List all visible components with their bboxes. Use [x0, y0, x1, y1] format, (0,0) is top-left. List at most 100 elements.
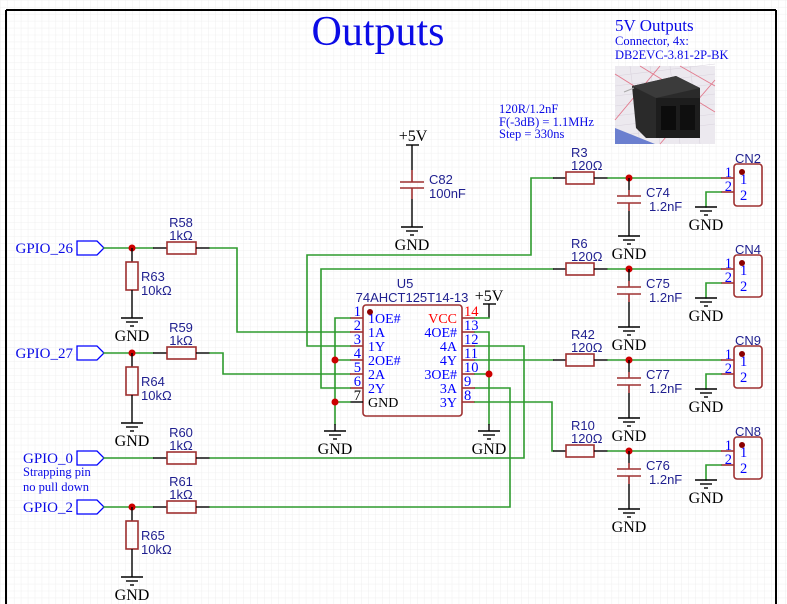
connector-body[interactable] [733, 163, 763, 207]
pin-number: 4 [354, 346, 362, 362]
strapping-note-line1: Strapping pin [23, 465, 91, 479]
gnd-symbol: GND [115, 576, 150, 604]
wire-connector-gnd [705, 464, 722, 481]
resistor-ref: R65 [141, 528, 165, 543]
wire-to-u5-pin5 [209, 352, 351, 375]
gnd-symbol: GND [689, 479, 724, 507]
power-label-5v: +5V [399, 128, 428, 145]
series-resistor-r58[interactable]: R58 1kΩ [153, 215, 210, 255]
wire-3y-to-r10 [474, 401, 554, 452]
gnd-label: GND [318, 441, 353, 458]
pin-name: 1OE# [368, 312, 401, 327]
net-label-flag[interactable] [76, 240, 105, 256]
connector-info-heading: 5V Outputs [615, 16, 694, 35]
pin-number: 3 [354, 332, 361, 348]
pin-number: 7 [354, 388, 361, 404]
series-resistor-r61[interactable]: R61 1kΩ [153, 474, 210, 514]
output-stage: R6 120Ω C75 1.2nF GND CN4 1 2 1 [553, 236, 763, 354]
pin-name: GND [368, 396, 398, 411]
pin-name: 2Y [368, 382, 385, 397]
capacitor-ref: C76 [646, 458, 670, 473]
resistor-ref: R63 [141, 269, 165, 284]
gnd-label: GND [689, 490, 724, 507]
output-resistor[interactable]: R42 120Ω [553, 327, 608, 367]
pin-number: 1 [725, 256, 732, 272]
pin-number: 13 [464, 318, 479, 334]
series-resistor-r59[interactable]: R59 1kΩ [153, 320, 210, 360]
net-label-flag[interactable] [76, 450, 105, 466]
net-label-text[interactable]: GPIO_2 [23, 500, 73, 516]
pin-number: 1 [725, 165, 732, 181]
wire-1y-to-r3 [306, 177, 554, 347]
gnd-symbol: GND [115, 422, 149, 450]
gnd-label: GND [115, 587, 150, 604]
pin1-marker [367, 309, 373, 315]
pin-name: VCC [428, 312, 457, 327]
gnd-symbol: GND [612, 235, 646, 263]
photo-socket-1 [661, 106, 676, 130]
connector-body[interactable] [733, 345, 763, 389]
input-gpio2: GPIO_2 R61 1kΩ R65 10kΩ GND [23, 387, 511, 604]
pulldown-resistor-r65[interactable]: R65 10kΩ [125, 507, 172, 577]
output-connector[interactable]: CN9 1 2 1 2 [721, 333, 763, 389]
connector-info: 5V Outputs Connector, 4x: DB2EVC-3.81-2P… [614, 16, 729, 145]
sheet-frame [5, 9, 777, 604]
pin-number: 2 [725, 452, 732, 468]
net-label-text[interactable]: GPIO_26 [15, 241, 73, 257]
junction-dot [331, 356, 339, 364]
connector-info-line1: Connector, 4x: [615, 34, 689, 48]
pin-number: 8 [464, 388, 471, 404]
pin-number: 9 [464, 374, 471, 390]
decoupling-capacitor-c82[interactable]: +5V C82 100nF GND [395, 128, 466, 254]
pin-number: 1 [725, 347, 732, 363]
pin-number: 2 [354, 318, 361, 334]
pin-name: 2OE# [368, 354, 401, 369]
pin1-marker [739, 169, 745, 175]
resistor-value: 120Ω [571, 431, 603, 446]
ic-u5[interactable]: U5 74AHCT125T14-13 1 2 3 4 5 6 7 1OE# 1A… [350, 276, 479, 417]
pin-number: 12 [464, 332, 479, 348]
pin-number: 5 [354, 360, 361, 376]
output-capacitor[interactable]: C74 1.2nF [617, 178, 682, 236]
net-label-text[interactable]: GPIO_0 [23, 451, 73, 467]
gnd-symbol: GND [689, 388, 723, 416]
pin1-marker [739, 442, 745, 448]
output-connector[interactable]: CN2 1 2 1 2 [721, 151, 763, 207]
resistor-value: 120Ω [571, 340, 603, 355]
capacitor-value: 1.2nF [649, 290, 682, 305]
output-capacitor[interactable]: C75 1.2nF [617, 269, 682, 327]
output-resistor[interactable]: R10 120Ω [553, 418, 608, 458]
pin-name: 4Y [440, 354, 457, 369]
output-resistor[interactable]: R3 120Ω [553, 145, 608, 185]
pulldown-resistor-r63[interactable]: R63 10kΩ [125, 248, 172, 318]
net-label-flag[interactable] [76, 345, 105, 361]
gnd-symbol: GND [395, 226, 429, 254]
output-resistor[interactable]: R6 120Ω [553, 236, 608, 276]
capacitor-ref: C77 [646, 367, 670, 382]
gnd-symbol: GND [612, 508, 646, 536]
series-resistor-r60[interactable]: R60 1kΩ [153, 425, 210, 465]
wire-connector-gnd [705, 282, 722, 299]
pin-number: 2 [725, 361, 732, 377]
output-connector[interactable]: CN4 1 2 1 2 [721, 242, 763, 298]
net-label-text[interactable]: GPIO_27 [15, 346, 73, 362]
output-stage: R3 120Ω C74 1.2nF GND CN2 1 2 1 [553, 145, 763, 263]
connector-body[interactable] [733, 436, 763, 480]
connector-body[interactable] [733, 254, 763, 298]
output-capacitor[interactable]: C76 1.2nF [617, 451, 682, 509]
resistor-value: 10kΩ [141, 542, 172, 557]
resistor-value: 10kΩ [141, 388, 172, 403]
connector-ref: CN2 [735, 151, 761, 166]
wire-connector-gnd [705, 191, 722, 208]
output-connector[interactable]: CN8 1 2 1 2 [721, 424, 763, 480]
net-label-flag[interactable] [76, 499, 105, 515]
pin-number: 11 [464, 346, 478, 362]
resistor-value: 120Ω [571, 249, 603, 264]
capacitor-ref: C74 [646, 185, 670, 200]
gnd-label: GND [689, 308, 724, 325]
capacitor-ref: C75 [646, 276, 670, 291]
ic-ref: U5 [397, 276, 414, 291]
pulldown-resistor-r64[interactable]: R64 10kΩ [125, 353, 172, 423]
output-capacitor[interactable]: C77 1.2nF [617, 360, 682, 418]
